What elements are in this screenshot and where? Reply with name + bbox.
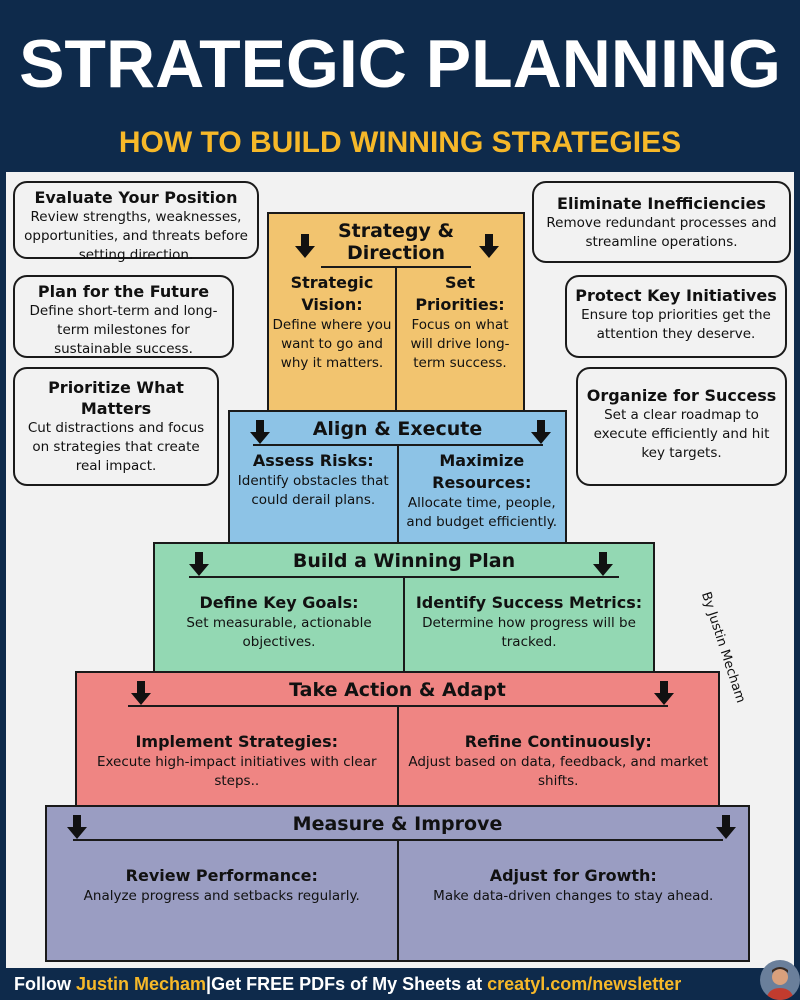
footer: Follow Justin Mecham|Get FREE PDFs of My… [0,968,800,1000]
author-avatar [760,960,800,1000]
col-body: Execute high-impact initiatives with cle… [96,754,377,789]
col-body: Determine how progress will be tracked. [422,615,636,650]
footer-follow: Follow [14,974,76,994]
tier-title: Measure & Improve [292,813,503,835]
tier-title: Build a Winning Plan [292,550,516,572]
tier-measure-improve: Measure & Improve Review Performance: Ana… [45,805,750,962]
down-arrow-icon [593,552,613,576]
tier-title: Strategy & Direction [337,220,455,264]
divider [189,576,619,578]
col-heading: Identify Success Metrics: [415,593,643,612]
down-arrow-icon [716,815,736,839]
down-arrow-icon [654,681,674,705]
tier-title: Take Action & Adapt [289,679,506,701]
down-arrow-icon [131,681,151,705]
col-heading: Implement Strategies: [135,732,339,751]
col-body: Focus on what will drive long-term succe… [410,317,510,371]
header: STRATEGIC PLANNING HOW TO BUILD WINNING … [0,0,800,172]
col-body: Adjust based on data, feedback, and mark… [408,754,709,789]
note-body: Ensure top priorities get the attention … [581,307,771,342]
note-body: Review strengths, weaknesses, opportunit… [24,209,248,263]
col-body: Analyze progress and setbacks regularly. [83,888,360,904]
note-title: Evaluate Your Position [34,188,238,207]
col-heading: Define Key Goals: [199,593,359,612]
note-title: Eliminate Inefficiencies [557,194,766,213]
note-body: Cut distractions and focus on strategies… [27,420,205,474]
tier-strategy-direction: Strategy & Direction Strategic Vision:De… [267,212,525,412]
divider [127,705,668,707]
footer-cta: Get FREE PDFs of My Sheets at [211,974,488,994]
note-body: Define short-term and long-term mileston… [29,303,218,357]
col-body: Define where you want to go and why it m… [272,317,392,371]
note-title: Prioritize What Matters [48,378,184,418]
down-arrow-icon [67,815,87,839]
page-subtitle: HOW TO BUILD WINNING STRATEGIES [118,126,682,159]
note-body: Remove redundant processes and streamlin… [546,215,777,250]
col-heading: Refine Continuously: [464,732,652,751]
down-arrow-icon [295,234,315,258]
divider [321,266,471,268]
tier-take-action: Take Action & Adapt Implement Strategies… [75,671,720,807]
author-link[interactable]: Justin Mecham [76,974,207,994]
note-title: Protect Key Initiatives [575,286,777,305]
note-title: Plan for the Future [37,282,210,301]
col-heading: Maximize Resources: [432,451,532,492]
down-arrow-icon [189,552,209,576]
col-heading: Adjust for Growth: [489,866,657,885]
col-heading: Assess Risks: [252,451,374,470]
col-body: Set measurable, actionable objectives. [186,615,372,650]
down-arrow-icon [479,234,499,258]
newsletter-link[interactable]: creatyl.com/newsletter [487,974,682,994]
tier-title: Align & Execute [312,418,483,440]
col-body: Make data-driven changes to stay ahead. [433,888,714,904]
col-body: Allocate time, people, and budget effici… [406,495,558,530]
col-heading: Review Performance: [125,866,318,885]
tier-align-execute: Align & Execute Assess Risks: Identify ob… [228,410,567,544]
divider [72,839,723,841]
divider [252,444,543,446]
col-heading: Set Priorities: [415,273,505,314]
col-body: Identify obstacles that could derail pla… [237,473,389,508]
page-title: STRATEGIC PLANNING [19,26,781,102]
footer-separator: | [206,974,212,994]
tier-build-plan: Build a Winning Plan Define Key Goals: Se… [153,542,655,673]
col-heading: Strategic Vision: [290,273,374,314]
down-arrow-icon [531,420,551,444]
down-arrow-icon [250,420,270,444]
note-body: Set a clear roadmap to execute efficient… [593,407,770,461]
note-title: Organize for Success [586,386,777,405]
